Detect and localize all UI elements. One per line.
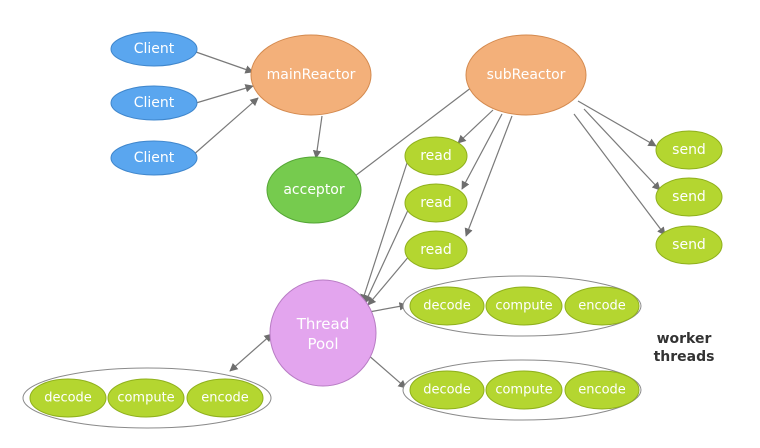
worker-threads-caption: worker threads xyxy=(654,331,715,365)
edge-threadpool-worker-left xyxy=(229,333,273,372)
client-node-3: Client xyxy=(110,140,198,176)
task-encode: encode xyxy=(578,383,626,398)
edges xyxy=(191,51,666,389)
read-label: read xyxy=(420,242,452,258)
read-label: read xyxy=(420,195,452,211)
task-compute: compute xyxy=(495,383,552,398)
task-decode: decode xyxy=(44,391,92,406)
worker-group-top: decode compute encode xyxy=(402,275,642,337)
read-label: read xyxy=(420,148,452,164)
read-node-2: read xyxy=(404,183,468,223)
task-encode: encode xyxy=(201,391,249,406)
send-label: send xyxy=(672,237,706,253)
read-node-1: read xyxy=(404,136,468,176)
edge-mainreactor-acceptor xyxy=(312,115,323,159)
worker-group-left: decode compute encode xyxy=(22,367,272,429)
task-decode: decode xyxy=(423,299,471,314)
edge-client2-mainreactor xyxy=(195,84,254,104)
edge-subreactor-read2 xyxy=(461,113,503,190)
read-node-3: read xyxy=(404,230,468,270)
edge-read1-threadpool xyxy=(360,162,408,303)
thread-pool-label-line2: Pool xyxy=(307,335,338,353)
edge-subreactor-send1 xyxy=(577,100,657,147)
task-compute: compute xyxy=(117,391,174,406)
edge-read3-threadpool xyxy=(367,254,411,306)
client-node-2: Client xyxy=(110,85,198,121)
client-node-1: Client xyxy=(110,31,198,67)
worker-group-right: decode compute encode xyxy=(402,359,642,421)
client-label: Client xyxy=(134,95,175,111)
send-node-2: send xyxy=(655,177,723,217)
acceptor-label: acceptor xyxy=(283,182,345,198)
edge-subreactor-read3 xyxy=(464,115,513,237)
thread-pool-node: Thread Pool xyxy=(269,279,377,387)
task-decode: decode xyxy=(423,383,471,398)
thread-pool-label-line1: Thread xyxy=(296,315,349,333)
edge-threadpool-worker-top xyxy=(368,302,408,313)
acceptor-node: acceptor xyxy=(266,156,362,224)
sub-reactor-label: subReactor xyxy=(487,67,566,83)
edge-subreactor-send3 xyxy=(573,113,666,236)
edge-read2-threadpool xyxy=(364,207,410,304)
send-label: send xyxy=(672,142,706,158)
edge-client1-mainreactor xyxy=(195,51,254,74)
edge-threadpool-worker-right xyxy=(366,353,407,389)
send-node-3: send xyxy=(655,225,723,265)
main-reactor-label: mainReactor xyxy=(267,67,356,83)
edge-acceptor-subreactor xyxy=(354,83,477,177)
main-reactor-node: mainReactor xyxy=(250,34,372,116)
worker-threads-line2: threads xyxy=(654,349,715,365)
edge-subreactor-read1 xyxy=(457,109,494,144)
client-label: Client xyxy=(134,41,175,57)
send-node-1: send xyxy=(655,130,723,170)
edge-client3-mainreactor xyxy=(191,97,259,157)
client-label: Client xyxy=(134,150,175,166)
task-encode: encode xyxy=(578,299,626,314)
worker-threads-line1: worker xyxy=(657,331,712,347)
send-label: send xyxy=(672,189,706,205)
edge-subreactor-send2 xyxy=(583,108,661,191)
task-compute: compute xyxy=(495,299,552,314)
sub-reactor-node: subReactor xyxy=(465,34,587,116)
